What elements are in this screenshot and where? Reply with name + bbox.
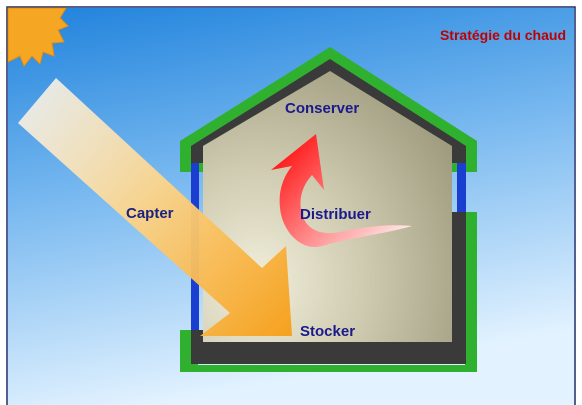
curved-red-arrow	[271, 134, 412, 248]
sun-ray-arrow	[18, 78, 292, 336]
sun-icon	[7, 7, 69, 67]
right-window	[457, 163, 466, 212]
label-stocker: Stocker	[300, 323, 355, 340]
diagram-border	[6, 6, 576, 405]
label-distribuer: Distribuer	[300, 206, 371, 223]
diagram-title: Stratégie du chaud	[440, 27, 566, 43]
label-conserver: Conserver	[285, 100, 359, 117]
label-capter: Capter	[126, 205, 174, 222]
